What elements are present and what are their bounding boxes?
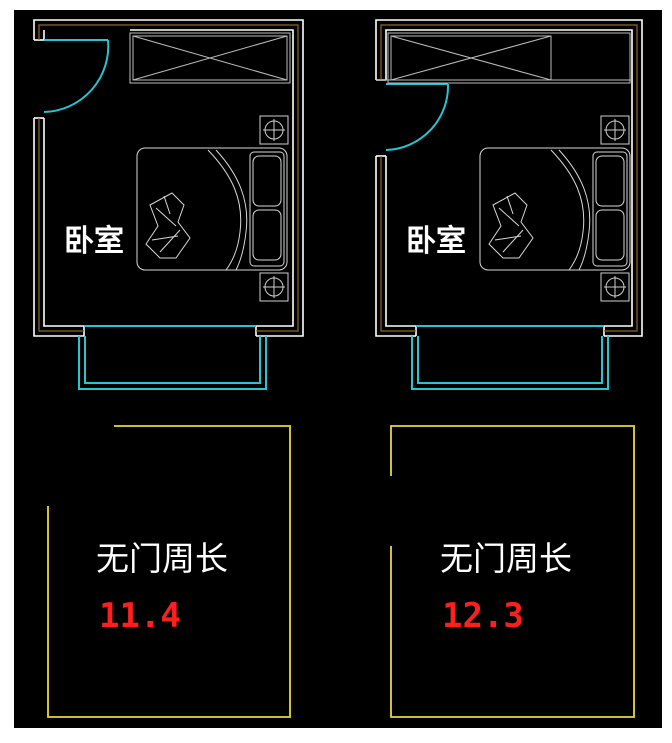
nightstand-bottom-right [600,272,630,302]
bed-right [479,147,631,271]
walls-left [33,19,304,337]
room-label: 卧室 [406,224,466,259]
balcony-window-right [411,325,609,390]
wardrobe-right [376,32,632,84]
perimeter-caption: 无门周长 [440,539,572,578]
perimeter-boundary-right [390,425,635,718]
nightstand-bottom-left [259,272,289,302]
wall-inner-line-right [380,24,638,332]
wardrobe-left [129,32,291,84]
bed-left [136,147,288,271]
door-swing-right [385,83,450,151]
bedroom-plan-right: 卧室 无门周长 12.3 [375,19,643,718]
room-label: 卧室 [64,224,124,259]
perimeter-boundary-left [47,425,291,718]
bedroom-plan-left: 卧室 无门周长 11.4 [33,19,304,718]
perimeter-value: 11.4 [99,596,181,636]
nightstand-top-left [259,115,289,145]
nightstand-top-right [600,115,630,145]
balcony-window-left [78,325,267,390]
wall-inner-line-left [38,24,299,332]
door-swing-left [43,39,110,113]
perimeter-value: 12.3 [442,596,524,636]
perimeter-caption: 无门周长 [96,539,228,578]
drawing-background [14,10,662,728]
